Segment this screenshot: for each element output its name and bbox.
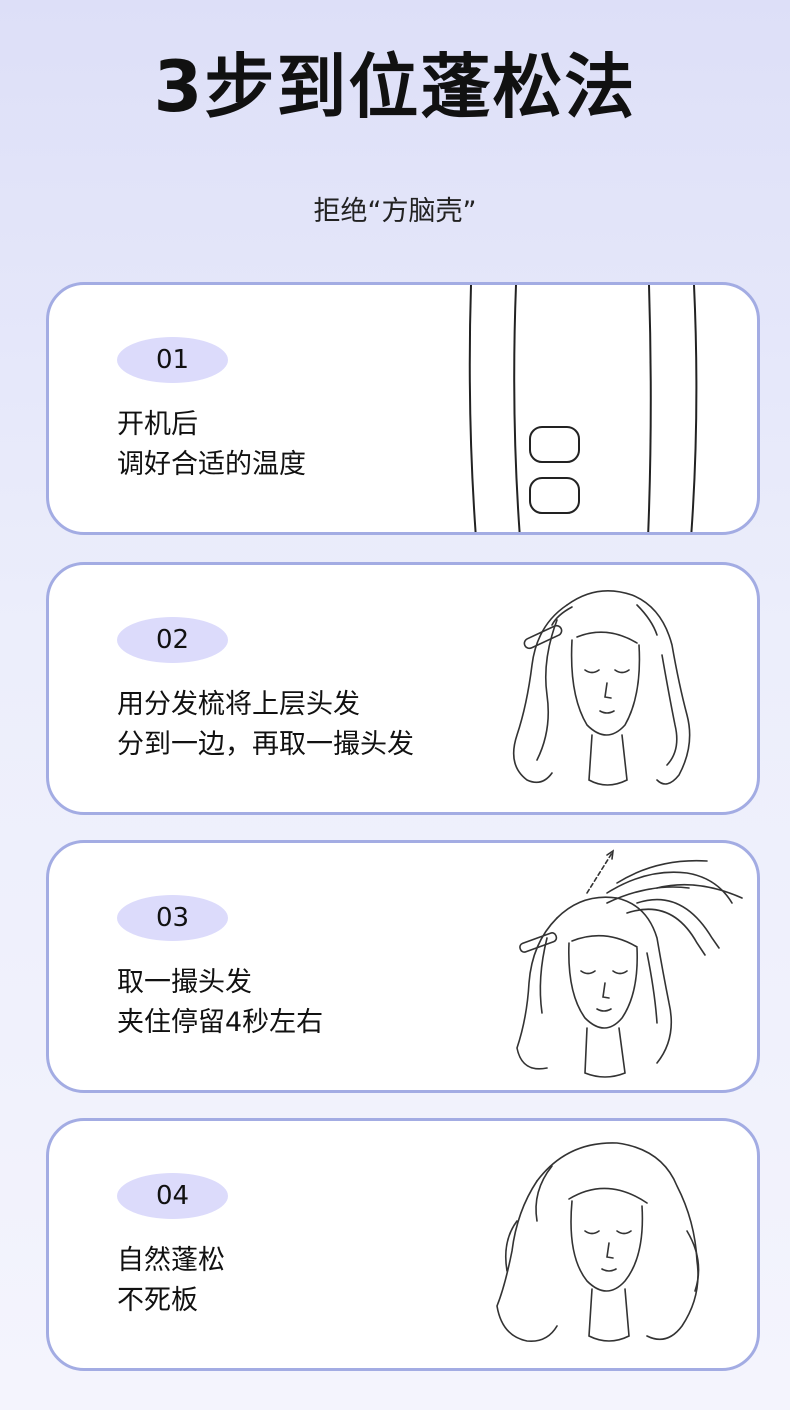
step-card-4: 04 自然蓬松 不死板 <box>46 1118 760 1371</box>
step-line-2: 不死板 <box>117 1285 198 1316</box>
page-title: 3步到位蓬松法 <box>153 46 637 128</box>
step-line-2: 分到一边，再取一撮头发 <box>117 729 414 760</box>
sectioned-hair-illustration <box>512 589 691 786</box>
step-description: 开机后 调好合适的温度 <box>117 405 306 485</box>
step-line-1: 取一撮头发 <box>117 967 252 998</box>
step-description: 取一撮头发 夹住停留4秒左右 <box>117 963 323 1043</box>
step-card-2: 02 用分发梳将上层头发 分到一边，再取一撮头发 <box>46 562 760 815</box>
step-number-badge: 03 <box>117 895 228 941</box>
step-line-2: 调好合适的温度 <box>117 449 306 480</box>
step-description: 自然蓬松 不死板 <box>117 1241 225 1321</box>
straightener-clamping-hair-illustration <box>516 849 743 1078</box>
hair-straightener-icon <box>468 285 698 532</box>
step-card-3: 03 取一撮头发 夹住停留4秒左右 <box>46 840 760 1093</box>
step-number-badge: 02 <box>117 617 228 663</box>
voluminous-hair-illustration <box>496 1142 700 1343</box>
step-description: 用分发梳将上层头发 分到一边，再取一撮头发 <box>117 685 414 765</box>
step-line-1: 用分发梳将上层头发 <box>117 689 360 720</box>
step-line-1: 开机后 <box>117 409 198 440</box>
step-number-badge: 04 <box>117 1173 228 1219</box>
step-line-2: 夹住停留4秒左右 <box>117 1007 324 1038</box>
page-subtitle: 拒绝“方脑壳” <box>313 196 477 227</box>
step-number-badge: 01 <box>117 337 228 383</box>
step-card-1: 01 开机后 调好合适的温度 <box>46 282 760 535</box>
step-line-1: 自然蓬松 <box>117 1245 225 1276</box>
